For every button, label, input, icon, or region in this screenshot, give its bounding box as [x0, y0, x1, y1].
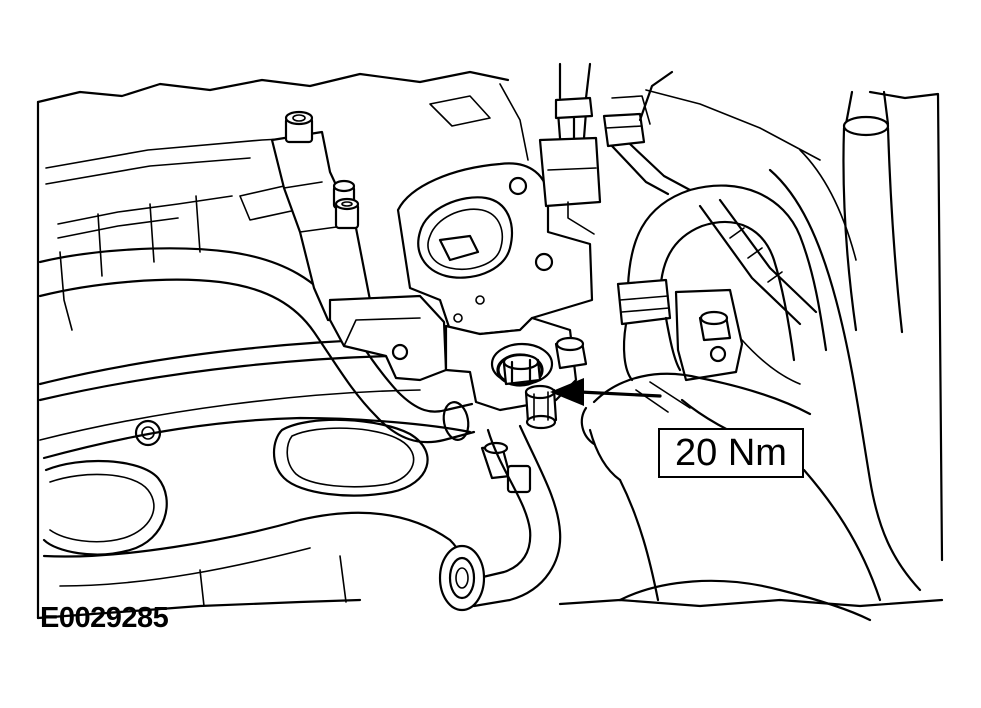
- vertical-hose: [842, 90, 904, 334]
- electrical-connectors: [538, 62, 692, 235]
- wire-harness: [698, 198, 818, 326]
- callout-arrow: [550, 378, 662, 406]
- technician-hand: [580, 372, 882, 622]
- torque-callout-box: 20 Nm: [658, 428, 804, 478]
- pressure-fitting: [490, 336, 588, 430]
- engine-background-outline: [36, 70, 944, 620]
- lower-fuel-line: [438, 424, 562, 612]
- torque-value-label: 20 Nm: [675, 432, 787, 474]
- right-hose: [616, 184, 828, 382]
- right-bracket: [674, 288, 801, 385]
- figure-id-label: E0029285: [40, 602, 169, 634]
- mounting-bracket: [270, 110, 372, 322]
